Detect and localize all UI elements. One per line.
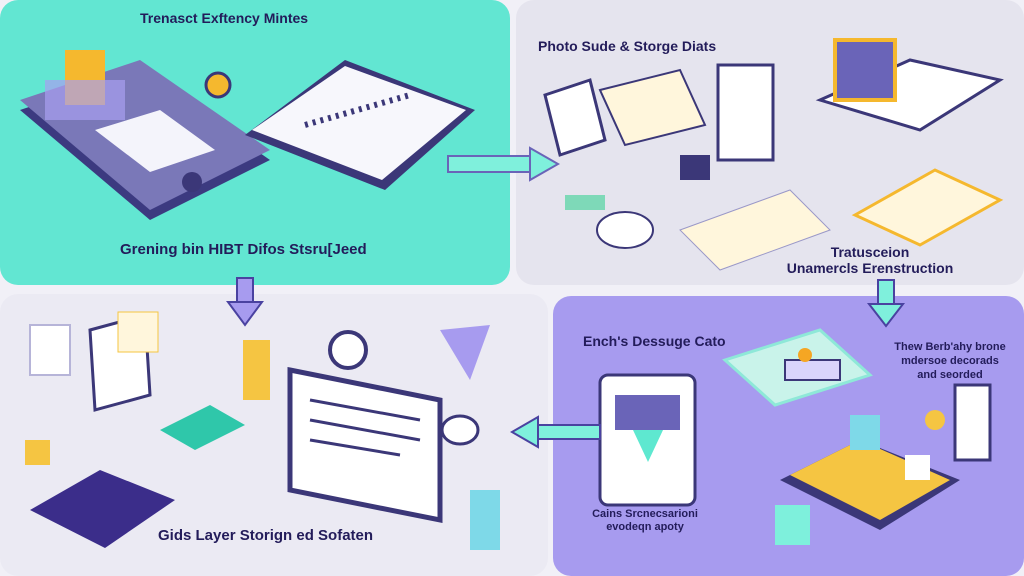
panel-title: Trenasct Exftency Mintes (140, 10, 309, 26)
device-scanner-illustration (598, 328, 992, 545)
panel-caption: Gids Layer Storign ed Sofaten (158, 527, 374, 544)
arrow-down-left (226, 277, 264, 327)
storage-items-illustration (25, 311, 500, 550)
device-platform-illustration (20, 50, 270, 220)
arrow-right (447, 146, 561, 182)
caption-line: Tratusceion (830, 244, 910, 260)
caption-line: Unamercls Erenstruction (786, 260, 954, 276)
note-line: Thew Berb'ahy brone (894, 341, 1006, 353)
note-line: mdersoe decorads (901, 355, 999, 367)
panel-caption: Cains Srcnecsarioni evodeqn apoty (570, 508, 720, 534)
caption-line: Cains Srcnecsarioni (592, 508, 698, 520)
arrow-down-right (866, 279, 906, 328)
caption-line: evodeqn apoty (606, 521, 684, 533)
panel-caption: Grening bin HIBT Difos Stsru[Jeed (120, 241, 367, 258)
panel-title: Ench's Dessuge Cato (583, 333, 726, 349)
document-card-illustration (245, 60, 475, 190)
arrow-left (509, 415, 601, 449)
panel-caption: Tratusceion Unamercls Erenstruction (760, 244, 980, 276)
panel-note: Thew Berb'ahy brone mdersoe decorads and… (880, 340, 1020, 382)
note-line: and seorded (917, 369, 983, 381)
server-documents-illustration (543, 38, 1004, 271)
panel-title: Photo Sude & Storge Diats (538, 38, 717, 54)
